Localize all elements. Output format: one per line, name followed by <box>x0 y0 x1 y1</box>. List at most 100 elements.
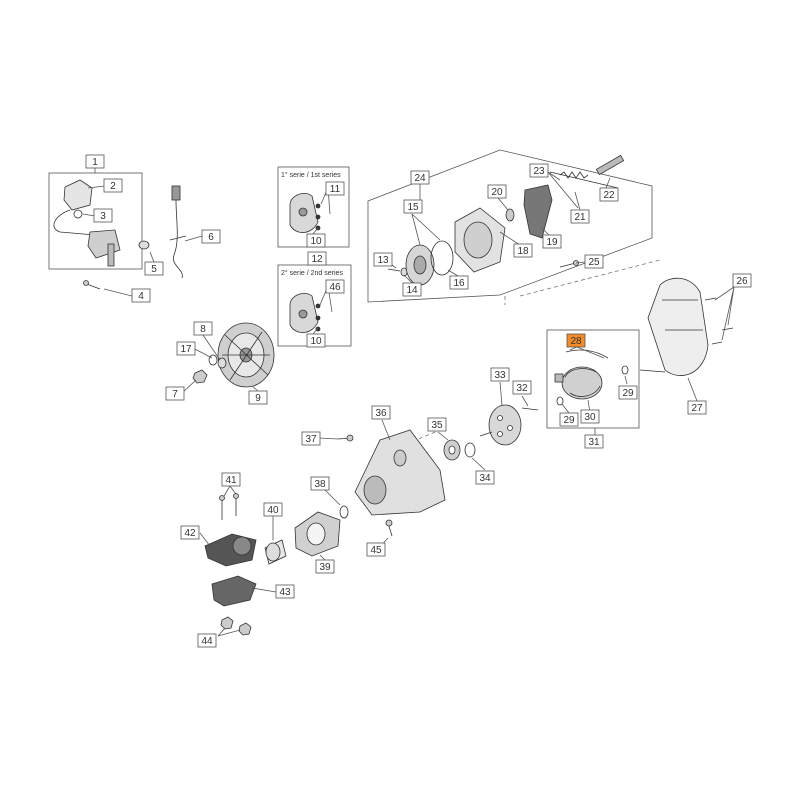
callout-18: 18 <box>513 243 533 258</box>
svg-text:30: 30 <box>584 412 596 423</box>
callout-28-highlighted: 28 <box>566 333 586 348</box>
svg-text:5: 5 <box>151 264 157 275</box>
svg-text:11: 11 <box>330 184 341 195</box>
svg-text:10: 10 <box>310 236 322 247</box>
svg-text:10: 10 <box>310 336 322 347</box>
svg-text:8: 8 <box>200 324 206 335</box>
starter-pin-22-part <box>595 154 625 176</box>
wire-6-part <box>169 185 187 279</box>
callout-1: 1 <box>85 154 105 169</box>
svg-text:25: 25 <box>588 257 600 268</box>
callout-11: 11 <box>325 181 345 196</box>
clamp-lower-part <box>211 575 257 607</box>
callout-42: 42 <box>180 525 200 540</box>
svg-text:41: 41 <box>225 475 237 486</box>
nuts-44-part <box>220 616 252 636</box>
assembly-dash-24 <box>504 259 661 305</box>
engine-cover-part <box>639 277 709 376</box>
callout-33: 33 <box>490 367 510 382</box>
callout-22: 22 <box>599 187 619 202</box>
callout-20: 20 <box>487 184 507 199</box>
callout-13: 13 <box>373 252 393 267</box>
series-1-caption: 1° serie / 1st series <box>281 171 341 179</box>
svg-text:7: 7 <box>172 389 178 400</box>
callout-32: 32 <box>512 380 532 395</box>
ignition-module-series-2-part <box>289 293 321 333</box>
svg-text:31: 31 <box>588 437 600 448</box>
svg-text:29: 29 <box>563 415 575 426</box>
callout-19: 19 <box>542 234 562 249</box>
ignition-coil-part <box>53 179 121 267</box>
callout-9: 9 <box>248 390 268 405</box>
svg-text:39: 39 <box>319 562 331 573</box>
svg-text:24: 24 <box>414 173 426 184</box>
bearing-35-part <box>443 439 461 461</box>
clutch-housing-part <box>354 429 446 516</box>
callout-2: 2 <box>103 178 123 193</box>
svg-text:42: 42 <box>184 528 196 539</box>
svg-text:28: 28 <box>570 336 582 347</box>
svg-text:32: 32 <box>516 383 528 394</box>
callout-8: 8 <box>193 321 213 336</box>
svg-text:40: 40 <box>267 505 279 516</box>
screw-25-part <box>559 260 579 268</box>
leader-lines <box>82 168 735 637</box>
svg-text:16: 16 <box>453 278 465 289</box>
screw-4-part <box>83 280 101 290</box>
screw-13-part <box>387 268 401 272</box>
callout-30: 30 <box>580 409 600 424</box>
callout-31: 31 <box>584 434 604 449</box>
svg-text:18: 18 <box>517 246 529 257</box>
callout-17: 17 <box>176 341 196 356</box>
svg-text:9: 9 <box>255 393 261 404</box>
bushing-40-part <box>264 539 287 565</box>
ignition-module-series-1-part <box>289 193 321 233</box>
callout-37: 37 <box>301 431 321 446</box>
callout-15: 15 <box>403 199 423 214</box>
svg-text:22: 22 <box>603 190 615 201</box>
svg-text:45: 45 <box>370 545 382 556</box>
callout-10-series-1: 10 <box>306 233 326 248</box>
clutch-shoes-part <box>561 366 603 400</box>
callout-3: 3 <box>93 208 113 223</box>
washer-8-part <box>217 357 227 369</box>
callout-29-right: 29 <box>618 385 638 400</box>
callout-44: 44 <box>197 633 217 648</box>
svg-text:46: 46 <box>329 282 341 293</box>
starter-pulley-part <box>405 244 435 286</box>
flywheel-part <box>217 322 275 388</box>
callout-35: 35 <box>427 417 447 432</box>
screws-41-part <box>219 493 239 520</box>
svg-text:2: 2 <box>110 181 116 192</box>
svg-text:35: 35 <box>431 420 443 431</box>
starter-housing-part <box>454 207 506 273</box>
series-2-caption: 2° serie / 2nd series <box>281 269 343 277</box>
svg-text:33: 33 <box>494 370 506 381</box>
shaft-mount-39-part <box>294 511 341 557</box>
svg-text:27: 27 <box>691 403 703 414</box>
svg-text:13: 13 <box>377 255 389 266</box>
callout-5: 5 <box>144 261 164 276</box>
group-frame-31 <box>546 329 640 429</box>
svg-text:37: 37 <box>305 434 317 445</box>
callout-29-left: 29 <box>559 412 579 427</box>
callout-27: 27 <box>687 400 707 415</box>
clutch-drum-part <box>479 404 522 446</box>
starter-spring-part <box>430 240 454 276</box>
callout-34: 34 <box>475 470 495 485</box>
clutch-pin-part <box>554 373 564 383</box>
callout-23: 23 <box>529 163 549 178</box>
callout-16: 16 <box>449 275 469 290</box>
callout-45: 45 <box>366 542 386 557</box>
circlip-34-part <box>464 442 476 458</box>
clutch-washer-29-part <box>556 365 629 406</box>
svg-text:26: 26 <box>736 276 748 287</box>
screw-32-part <box>521 407 539 411</box>
callout-14: 14 <box>402 282 422 297</box>
svg-text:15: 15 <box>407 202 419 213</box>
callout-12: 12 <box>307 251 327 266</box>
callout-6: 6 <box>201 229 221 244</box>
svg-text:20: 20 <box>491 187 503 198</box>
